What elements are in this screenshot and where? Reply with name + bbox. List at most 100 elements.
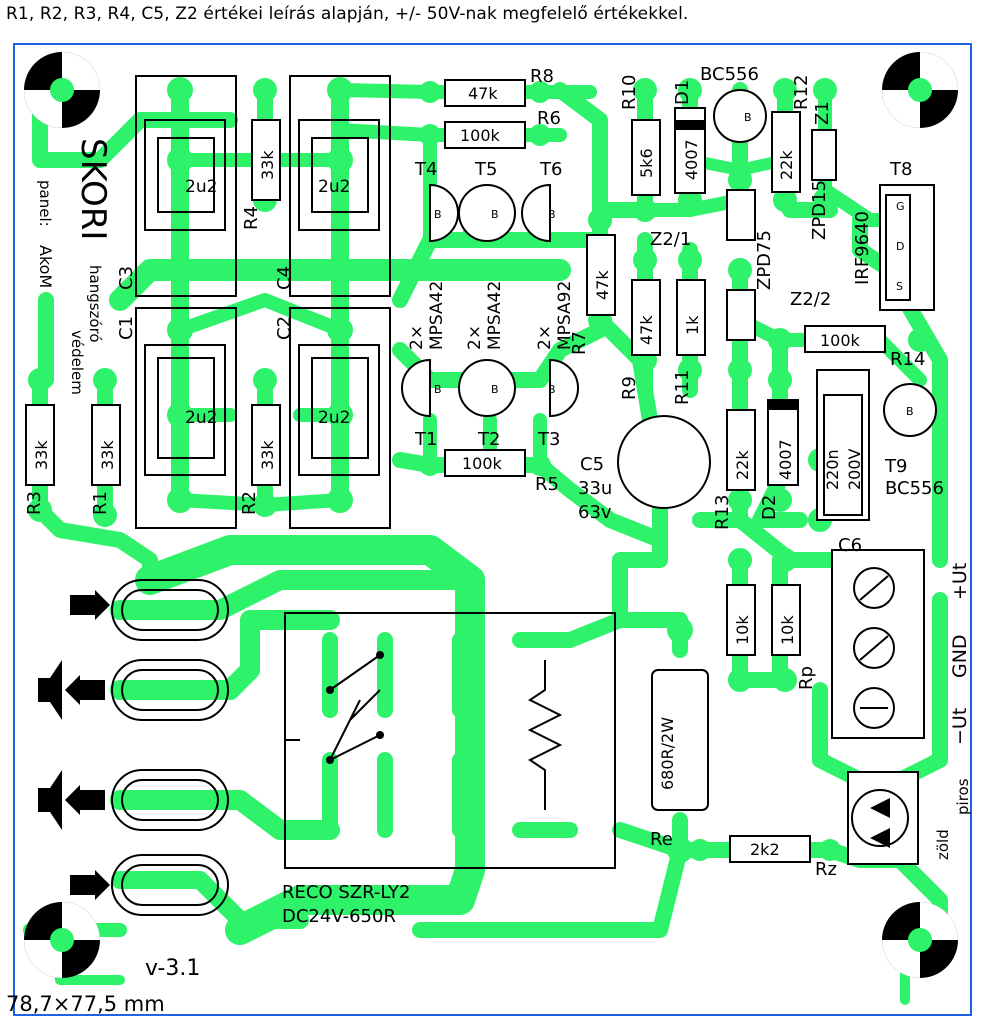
label-bc556-top: BC556 — [700, 64, 759, 85]
label-2x-c: 2× — [535, 325, 555, 350]
label-r14: R14 — [890, 349, 925, 370]
label-d2: D2 — [759, 495, 780, 520]
component-outlines — [25, 75, 937, 916]
pin-label: G — [896, 200, 905, 213]
label-mpsa42-a: MPSA42 — [427, 281, 447, 350]
label-r12: R12 — [791, 75, 812, 110]
pin-label: B — [434, 383, 442, 396]
label-t3: T3 — [537, 429, 560, 450]
label-t9: T9 — [884, 456, 907, 477]
label-r7: R7 — [569, 331, 590, 355]
label-22k-r12: 22k — [777, 150, 796, 180]
label-cap-c3: 2u2 — [185, 177, 217, 197]
label-1k: 1k — [683, 315, 702, 335]
label-minus-ut: −Ut — [949, 708, 971, 745]
label-t5: T5 — [474, 159, 497, 180]
label-r11: R11 — [672, 370, 693, 405]
label-100k-r14: 100k — [820, 331, 861, 350]
pin-label: S — [896, 280, 903, 293]
brand-title: SKORI — [73, 138, 113, 240]
label-2x-a: 2× — [407, 325, 427, 350]
led-symbol — [870, 798, 890, 848]
label-z21: Z2/1 — [650, 229, 691, 250]
label-t1: T1 — [414, 429, 437, 450]
label-22k-r13: 22k — [733, 450, 752, 480]
label-rz: Rz — [815, 859, 837, 880]
label-2k2: 2k2 — [750, 840, 780, 859]
label-piros: piros — [954, 778, 972, 815]
label-100k-bot: 100k — [462, 454, 503, 473]
label-z22: Z2/2 — [790, 289, 831, 310]
label-c5-v2: 63v — [578, 502, 612, 523]
label-mpsa42-b: MPSA42 — [485, 281, 505, 350]
label-zpd15: ZPD15 — [809, 180, 830, 240]
label-680r: 680R/2W — [658, 717, 677, 790]
pin-label: B — [548, 208, 556, 221]
label-zold: zöld — [934, 829, 952, 860]
label-200v: 200V — [845, 448, 864, 490]
label-cap-c2: 2u2 — [318, 408, 350, 428]
label-mpsa92: MPSA92 — [555, 281, 575, 350]
label-t6: T6 — [539, 159, 562, 180]
brand-subtitle2: védelem — [68, 330, 86, 395]
rotated-labels: 33k 33k 33k 33k R4 R3 R1 R2 C3 C4 C1 C2 … — [24, 75, 972, 860]
relay-pins — [326, 651, 384, 764]
label-cap-c1: 2u2 — [185, 408, 217, 428]
label-r1: R1 — [90, 491, 111, 515]
label-relay1: RECO SZR-LY2 — [282, 882, 410, 903]
label-33k-r3: 33k — [32, 440, 51, 470]
label-47k-r7: 47k — [593, 270, 612, 300]
pin-label: B — [491, 208, 499, 221]
label-100k-top: 100k — [460, 126, 501, 145]
label-irf9640: IRF9640 — [852, 211, 873, 285]
label-t4: T4 — [414, 159, 437, 180]
labels: 2u2 2u2 2u2 2u2 R8 R6 47k 100k 100k R5 1… — [145, 64, 944, 981]
label-re: Re — [650, 829, 673, 850]
label-47k-r9: 47k — [637, 315, 656, 345]
dimensions-label: 78,7×77,5 mm — [6, 992, 165, 1016]
label-4007-d2: 4007 — [776, 439, 795, 480]
label-c1: C1 — [116, 316, 137, 340]
pin-label: B — [906, 405, 914, 418]
pin-label: B — [744, 111, 752, 124]
label-47k-top: 47k — [468, 84, 498, 103]
label-33k-r4: 33k — [258, 150, 277, 180]
label-33k-r2: 33k — [258, 440, 277, 470]
label-r5: R5 — [535, 474, 559, 495]
terminal-screws — [853, 567, 895, 729]
label-r10: R10 — [619, 75, 640, 110]
label-c2: C2 — [274, 316, 295, 340]
label-r13: R13 — [712, 495, 733, 530]
pin-label: B — [434, 208, 442, 221]
header-note: R1, R2, R3, R4, C5, Z2 értékei leírás al… — [6, 4, 689, 24]
label-d1: D1 — [672, 80, 693, 105]
label-220n: 220n — [823, 449, 842, 490]
speaker-arrows — [38, 120, 798, 900]
label-t2: T2 — [477, 429, 500, 450]
label-c5-v1: 33u — [578, 478, 612, 499]
label-rp: Rp — [796, 666, 817, 690]
label-cap-c4: 2u2 — [318, 177, 350, 197]
label-r3: R3 — [24, 491, 45, 515]
label-zpd75: ZPD75 — [754, 230, 775, 290]
label-t8: T8 — [889, 159, 912, 180]
label-z1: Z1 — [812, 101, 833, 125]
label-c6: C6 — [838, 535, 862, 556]
label-r9: R9 — [619, 376, 640, 400]
label-c3: C3 — [116, 266, 137, 290]
pin-label: B — [548, 383, 556, 396]
label-r8: R8 — [530, 66, 554, 87]
brand-subtitle1: hangszóró — [86, 265, 104, 343]
label-c5: C5 — [580, 454, 604, 475]
brand-logo: AkoM — [36, 245, 55, 288]
label-33k-r1: 33k — [98, 440, 117, 470]
label-r4: R4 — [241, 206, 262, 230]
label-r2: R2 — [239, 491, 260, 515]
label-2x-b: 2× — [465, 325, 485, 350]
version-label: v-3.1 — [145, 956, 200, 981]
label-gnd: GND — [949, 634, 971, 678]
pin-label: D — [896, 240, 904, 253]
label-plus-ut: +Ut — [949, 563, 971, 600]
label-4007-d1: 4007 — [682, 139, 701, 180]
